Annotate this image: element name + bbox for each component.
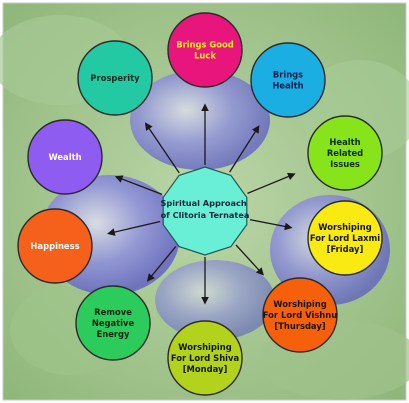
- node: Happiness: [17, 208, 93, 284]
- node-label-line: Health: [329, 137, 360, 147]
- node-circle: [75, 285, 151, 361]
- node-circle: [27, 119, 103, 195]
- node-label: Happiness: [30, 241, 79, 251]
- node-circle: [307, 115, 383, 191]
- node-circle: [250, 42, 326, 118]
- node-circle: [77, 40, 153, 116]
- node-label-line: [Friday]: [327, 244, 364, 254]
- node-label-line: Issues: [330, 159, 360, 169]
- node-label-line: Worshiping: [178, 342, 231, 352]
- node-circle: [262, 277, 338, 353]
- center-label-line: of Clitoria Ternatea: [161, 210, 250, 220]
- arrows: [107, 103, 296, 305]
- arrow: [144, 122, 180, 174]
- arrow: [235, 244, 264, 276]
- node-label-line: [Monday]: [183, 364, 228, 374]
- node: Prosperity: [77, 40, 153, 116]
- center-label-line: Spiritual Approach: [160, 198, 246, 208]
- arrow: [146, 246, 177, 282]
- node-circle: [167, 320, 243, 396]
- node-label-line: Worshiping: [318, 222, 371, 232]
- node-label: Wealth: [48, 152, 81, 162]
- arrow: [250, 219, 293, 231]
- arrow: [114, 175, 163, 196]
- node-label-line: Remove: [94, 307, 132, 317]
- node-label-line: Prosperity: [90, 73, 140, 83]
- node-label: Prosperity: [90, 73, 140, 83]
- arrow: [229, 125, 260, 173]
- arrow: [247, 172, 296, 195]
- node-label-line: Brings Good: [176, 40, 234, 50]
- arrow: [107, 220, 161, 236]
- node-circle: [307, 200, 383, 276]
- center-label: Spiritual Approach of Clitoria Ternatea: [160, 198, 249, 220]
- node-label-line: Negative: [92, 318, 135, 328]
- node-label-line: Worshiping: [273, 299, 326, 309]
- node-label-line: Energy: [97, 329, 130, 339]
- center-node: [162, 166, 248, 256]
- node-label-line: Health: [272, 81, 303, 91]
- node-label-line: Luck: [194, 51, 216, 61]
- node-label-line: For Lord Laxmi: [310, 233, 380, 243]
- node-label-line: For Lord Vishnu: [263, 310, 337, 320]
- node-label-line: Brings: [273, 70, 303, 80]
- node-label-line: Happiness: [30, 241, 79, 251]
- node-circle: [17, 208, 93, 284]
- node-circle: [167, 12, 243, 88]
- node-label-line: Wealth: [48, 152, 81, 162]
- node-label-line: Related: [327, 148, 363, 158]
- node: Wealth: [27, 119, 103, 195]
- node-label-line: For Lord Shiva: [171, 353, 239, 363]
- node-label-line: [Thursday]: [274, 321, 325, 331]
